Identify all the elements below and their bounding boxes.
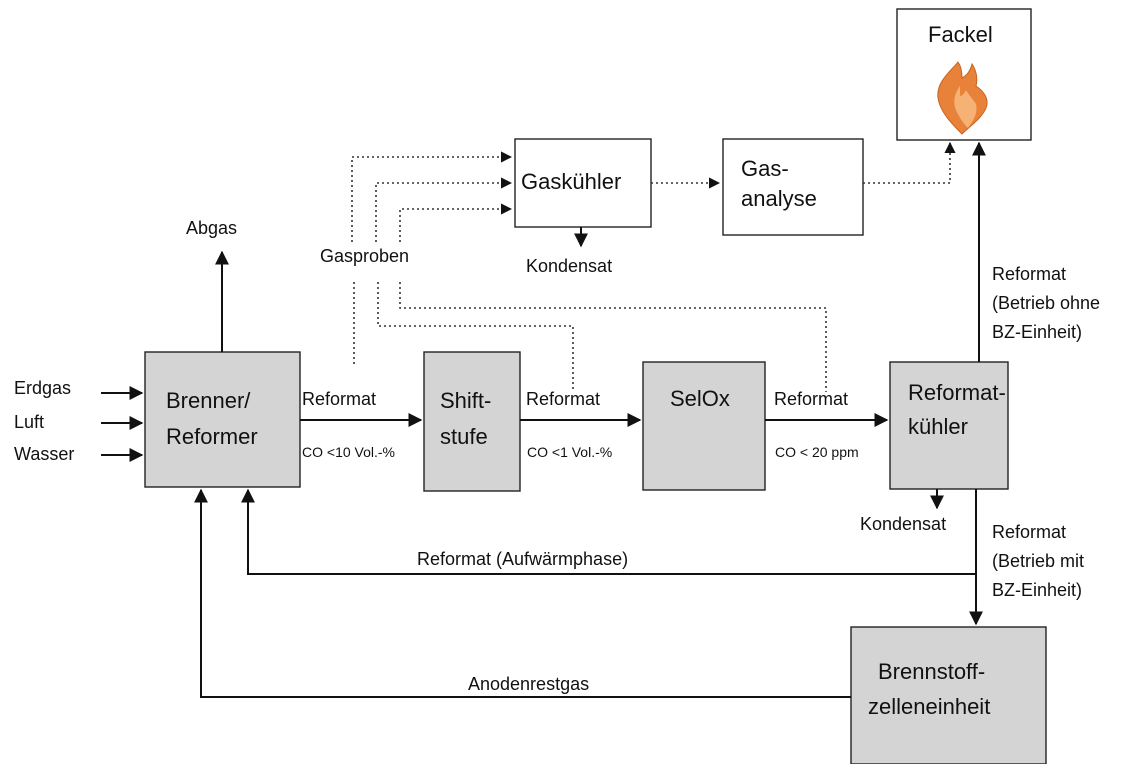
reformat-label-1: Reformat xyxy=(302,389,376,409)
reformat-mit-line2: (Betrieb mit xyxy=(992,551,1084,571)
gasproben-label: Gasproben xyxy=(320,246,409,266)
reformatkuehler-box: Reformat- kühler xyxy=(889,361,1009,490)
aufwaermphase-label: Reformat (Aufwärmphase) xyxy=(417,549,628,569)
reformat-ohne-line2: (Betrieb ohne xyxy=(992,293,1100,313)
flame-icon xyxy=(937,61,988,135)
luft-label: Luft xyxy=(14,412,44,432)
aufwaermphase-arrow xyxy=(241,488,976,575)
reformatkuehler-label-line1: Reformat- xyxy=(908,380,1006,405)
brennstoffzelleneinheit-box: Brennstoff- zelleneinheit xyxy=(850,626,1047,764)
sample-line-shift xyxy=(377,282,574,392)
gasanalyse-label-line2: analyse xyxy=(741,186,817,211)
gasanalyse-label-line1: Gas- xyxy=(741,156,789,181)
reformat-ohne-line1: Reformat xyxy=(992,264,1066,284)
gaskuehler-box: Gaskühler xyxy=(514,138,652,228)
erdgas-label: Erdgas xyxy=(14,378,71,398)
brennstoff-label-line2: zelleneinheit xyxy=(868,694,990,719)
sample-in-1 xyxy=(351,151,513,242)
shift-label-line2: stufe xyxy=(440,424,488,449)
co-label-3: CO < 20 ppm xyxy=(775,444,859,460)
abgas-label: Abgas xyxy=(186,218,237,238)
selox-box: SelOx xyxy=(642,361,766,491)
fackel-box: Fackel xyxy=(896,8,1032,141)
reformat-label-3: Reformat xyxy=(774,389,848,409)
co-label-2: CO <1 Vol.-% xyxy=(527,444,612,460)
gaskuehler-label: Gaskühler xyxy=(521,169,621,194)
shift-label-line1: Shift- xyxy=(440,388,491,413)
sample-in-3 xyxy=(399,203,513,242)
brenner-label-line1: Brenner/ xyxy=(166,388,251,413)
brenner-label-line2: Reformer xyxy=(166,424,258,449)
fackel-label: Fackel xyxy=(928,22,993,47)
anodenrestgas-arrow xyxy=(194,488,851,698)
analyse-to-fackel xyxy=(863,141,956,184)
sample-in-2 xyxy=(375,177,513,242)
kondensat-gaskuehler-label: Kondensat xyxy=(526,256,612,276)
gasanalyse-box: Gas- analyse xyxy=(722,138,864,236)
kondensat-kuehler-label: Kondensat xyxy=(860,514,946,534)
reformat-mit-line1: Reformat xyxy=(992,522,1066,542)
shiftstufe-box: Shift- stufe xyxy=(423,351,521,492)
reformat-ohne-line3: BZ-Einheit) xyxy=(992,322,1082,342)
anodenrestgas-label: Anodenrestgas xyxy=(468,674,589,694)
brennstoff-label-line1: Brennstoff- xyxy=(878,659,985,684)
reformatkuehler-label-line2: kühler xyxy=(908,414,968,439)
reformat-label-2: Reformat xyxy=(526,389,600,409)
brenner-reformer-box: Brenner/ Reformer xyxy=(144,351,301,488)
reformat-mit-line3: BZ-Einheit) xyxy=(992,580,1082,600)
selox-label: SelOx xyxy=(670,386,730,411)
wasser-label: Wasser xyxy=(14,444,74,464)
co-label-1: CO <10 Vol.-% xyxy=(302,444,395,460)
